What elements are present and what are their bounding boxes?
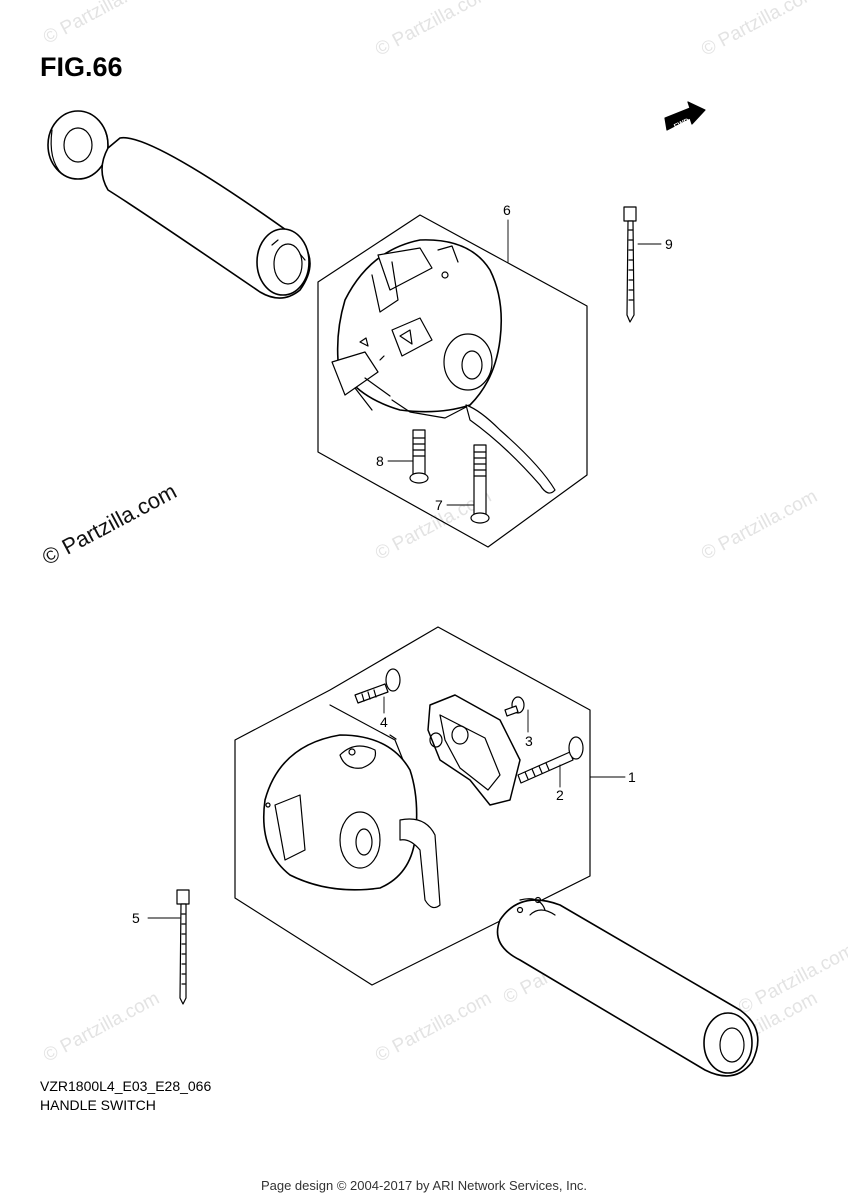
- page-credit: Page design © 2004-2017 by ARI Network S…: [260, 1178, 588, 1193]
- right-handlebar-throttle-grip: [496, 896, 759, 1077]
- inner-subassembly-lines: [329, 704, 406, 766]
- left-grip-end-ring: [47, 110, 109, 180]
- callout-6: 6: [503, 202, 511, 218]
- left-handlebar-grip: [101, 136, 311, 299]
- screw-2: [517, 736, 584, 784]
- right-switch-wire: [399, 818, 441, 909]
- figure-title: FIG.66: [40, 52, 123, 82]
- left-switch-assembly-box: [317, 214, 588, 548]
- forward-direction-badge: [664, 101, 706, 131]
- callout-9: 9: [665, 236, 673, 252]
- callout-3: 3: [525, 733, 533, 749]
- left-switch-wire: [465, 404, 556, 494]
- right-switch-assembly-box: [234, 626, 591, 986]
- cable-tie-5: [176, 889, 190, 1005]
- callout-1: 1: [628, 769, 636, 785]
- screw-8: [409, 429, 429, 484]
- callout-7: 7: [435, 497, 443, 513]
- cable-tie-9: [623, 206, 637, 323]
- switch-clamp-bracket: [427, 694, 521, 806]
- model-code: VZR1800L4_E03_E28_066: [40, 1078, 212, 1094]
- callout-leader-lines: [147, 219, 662, 919]
- callout-8: 8: [376, 453, 384, 469]
- screw-4: [354, 668, 401, 704]
- screw-7: [470, 444, 490, 524]
- section-name: HANDLE SWITCH: [40, 1097, 156, 1113]
- callout-4: 4: [380, 714, 388, 730]
- left-handlebar-switch-housing: [331, 239, 503, 419]
- right-handlebar-switch-housing: [262, 734, 418, 891]
- screw-3: [504, 696, 525, 717]
- callout-5: 5: [132, 910, 140, 926]
- callout-2: 2: [556, 787, 564, 803]
